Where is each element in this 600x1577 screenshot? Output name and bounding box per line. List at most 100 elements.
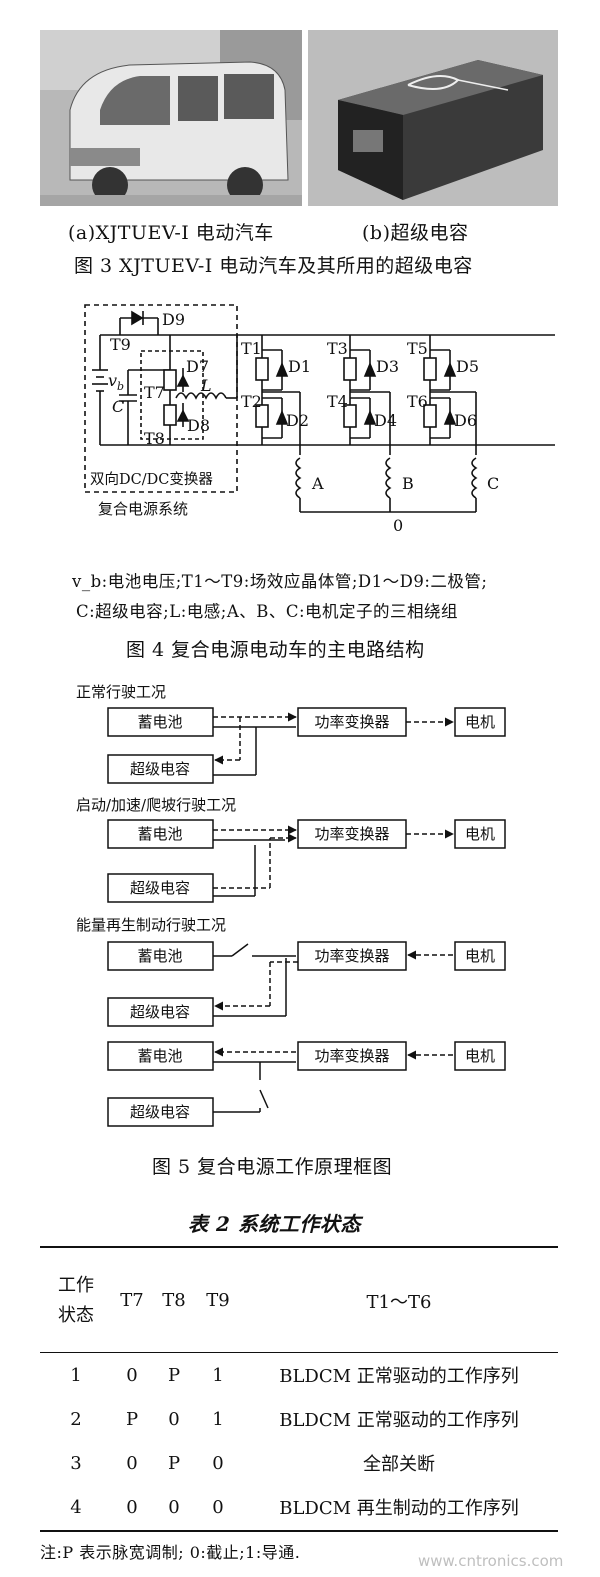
header-t1-t6: T1～T6	[366, 1291, 432, 1313]
table-top-rule	[40, 1246, 558, 1248]
cell-t8: P	[167, 1364, 181, 1386]
fig4-legend-line1: v_b:电池电压;T1～T9:场效应晶体管;D1～D9:二极管;	[72, 572, 488, 591]
label-l: L	[200, 376, 212, 395]
label-vb-sub: b	[117, 380, 124, 393]
label-t4: T4	[327, 392, 348, 411]
g4-motor-text: 电机	[465, 1047, 495, 1065]
cell-t7: P	[125, 1408, 139, 1430]
fig5-title: 图 5 复合电源工作原理框图	[152, 1156, 393, 1178]
inverter-leg-b	[343, 335, 391, 455]
g3-motor-text: 电机	[465, 947, 495, 965]
g2-battery-box	[107, 819, 214, 849]
header-t8: T8	[162, 1290, 186, 1311]
label-d1: D1	[288, 357, 311, 376]
table-row: 3 0 P 0 全部关断	[40, 1441, 558, 1485]
g4-supercap-text: 超级电容	[130, 1103, 190, 1121]
cell-t1-t6: BLDCM 正常驱动的工作序列	[279, 1410, 519, 1431]
winding-b	[385, 457, 392, 499]
mode3-label: 能量再生制动行驶工况	[76, 916, 226, 934]
g4-converter-box	[297, 1041, 407, 1071]
table2-title: 表 2 系统工作状态	[188, 1212, 361, 1236]
label-t2: T2	[241, 392, 262, 411]
cell-t1-t6: BLDCM 再生制动的工作序列	[279, 1498, 519, 1519]
g4-battery-text: 蓄电池	[137, 1047, 182, 1065]
fig4-title: 图 4 复合电源电动车的主电路结构	[126, 639, 425, 661]
g4-supercap-box	[107, 1097, 214, 1127]
label-t5: T5	[407, 339, 428, 358]
g1-converter-text: 功率变换器	[314, 713, 389, 731]
g1-supercap-box	[107, 754, 214, 784]
label-t8: T8	[144, 429, 165, 448]
cell-t8: 0	[168, 1496, 180, 1518]
cell-t9: 0	[212, 1452, 224, 1474]
cell-t1-t6: BLDCM 正常驱动的工作序列	[279, 1366, 519, 1387]
label-a: A	[311, 474, 324, 493]
g1-supercap-text: 超级电容	[130, 760, 190, 778]
fig3-caption-b: (b)超级电容	[362, 222, 469, 244]
watermark: www.cntronics.com	[418, 1552, 564, 1570]
system-state-table: 工作 状态 T7 T8 T9 T1～T6 1 0 P 1 BLDCM 正常驱动的…	[40, 1248, 558, 1529]
g2-battery-text: 蓄电池	[137, 825, 182, 843]
g3-motor-box	[454, 941, 506, 971]
cell-t8: P	[167, 1452, 181, 1474]
ev-photo	[40, 30, 302, 206]
g3-supercap-box	[107, 997, 214, 1027]
label-t6: T6	[407, 392, 428, 411]
g1-motor-text: 电机	[465, 713, 495, 731]
label-b: B	[402, 474, 414, 493]
table-row: 2 P 0 1 BLDCM 正常驱动的工作序列	[40, 1397, 558, 1441]
cell-t7: 0	[126, 1364, 138, 1386]
g4-converter-text: 功率变换器	[314, 1047, 389, 1065]
g2-supercap-box	[107, 873, 214, 903]
g4-motor-box	[454, 1041, 506, 1071]
table2-note: 注:P 表示脉宽调制; 0:截止;1:导通.	[40, 1543, 301, 1562]
label-d7: D7	[186, 357, 209, 376]
label-zero: 0	[393, 516, 403, 535]
label-t3: T3	[327, 339, 348, 358]
cell-t9: 1	[212, 1364, 224, 1386]
g1-converter-box	[297, 707, 407, 737]
table-bottom-rule	[40, 1530, 558, 1532]
g2-motor-text: 电机	[465, 825, 495, 843]
g3-battery-box	[107, 941, 214, 971]
cell-t9: 0	[212, 1496, 224, 1518]
cell-state: 1	[70, 1364, 82, 1386]
label-d5: D5	[456, 357, 479, 376]
fig5-block-diagram: 正常行驶工况 启动/加速/爬坡行驶工况 能量再生制动行驶工况	[76, 683, 506, 1127]
g2-motor-box	[454, 819, 506, 849]
table-row: 1 0 P 1 BLDCM 正常驱动的工作序列	[40, 1353, 558, 1397]
header-t7: T7	[120, 1290, 144, 1311]
g1-battery-text: 蓄电池	[137, 713, 182, 731]
g3-converter-box	[297, 941, 407, 971]
cell-t9: 1	[212, 1408, 224, 1430]
label-d6: D6	[454, 411, 477, 430]
g3-battery-text: 蓄电池	[137, 947, 182, 965]
winding-a	[295, 457, 302, 499]
fig4-legend-line2: C:超级电容;L:电感;A、B、C:电机定子的三相绕组	[76, 602, 459, 621]
inverter-leg-a	[255, 335, 301, 455]
cell-t1-t6: 全部关断	[363, 1454, 435, 1475]
cell-t7: 0	[126, 1452, 138, 1474]
cell-state: 4	[70, 1496, 82, 1518]
label-system: 复合电源系统	[98, 500, 188, 518]
label-d4: D4	[374, 411, 397, 430]
header-t9: T9	[206, 1290, 230, 1311]
cell-state: 3	[70, 1452, 82, 1474]
inverter-leg-c	[423, 335, 477, 455]
ev-van-drawing	[40, 30, 302, 206]
label-vb: v	[108, 371, 117, 390]
label-d8: D8	[187, 416, 210, 435]
label-dcdc: 双向DC/DC变换器	[90, 471, 213, 488]
g3-supercap-text: 超级电容	[130, 1003, 190, 1021]
supercapacitor-drawing	[308, 30, 558, 206]
table-row: 4 0 0 0 BLDCM 再生制动的工作序列	[40, 1485, 558, 1529]
fig3-caption-a: (a)XJTUEV-I 电动汽车	[68, 222, 274, 244]
cell-t8: 0	[168, 1408, 180, 1430]
mode2-label: 启动/加速/爬坡行驶工况	[76, 796, 236, 814]
fig4-circuit-diagram: D9 T9 D7 L T7 D8 T8 C v b T1 D1 T3 D3 T5…	[84, 304, 555, 535]
label-t1: T1	[241, 339, 262, 358]
label-t7: T7	[144, 383, 165, 402]
label-d9: D9	[162, 310, 185, 329]
label-d3: D3	[376, 357, 399, 376]
t7-t8-dashed-box	[140, 350, 204, 440]
